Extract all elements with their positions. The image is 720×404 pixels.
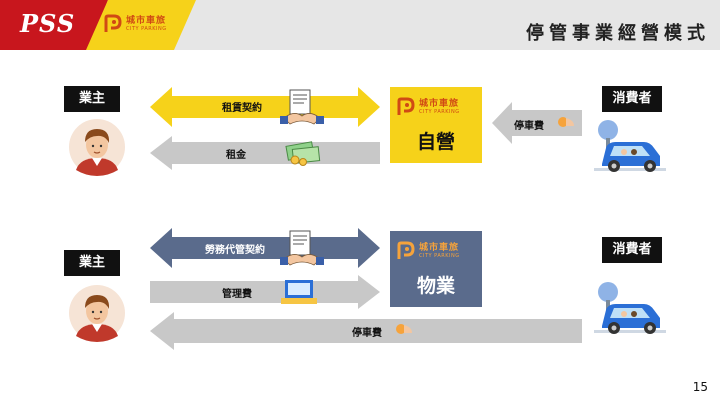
property-management-box: 城市車旅 CITY PARKING 物業 (390, 231, 482, 307)
parking-logo-icon (396, 241, 416, 261)
page-title: 停管事業經營模式 (526, 23, 710, 44)
service-contract-arrow (150, 228, 380, 268)
owner-avatar-top (68, 118, 126, 176)
fee-coin-icon (394, 321, 414, 337)
owner-avatar-bottom (68, 284, 126, 342)
money-icon (283, 138, 323, 166)
owner-tag-bottom: 業主 (64, 250, 120, 276)
parking-fee-arrow-top (492, 102, 582, 144)
logo-zh: 城市車旅 (419, 98, 460, 109)
logo-zh: 城市車旅 (126, 15, 167, 26)
brand-logo: PSS (20, 9, 76, 38)
fee-coin-icon (556, 114, 576, 130)
logo-en: CITY PARKING (419, 252, 460, 259)
owner-tag-top: 業主 (64, 86, 120, 112)
self-operated-label: 自營 (416, 131, 455, 153)
contract-handshake-icon (280, 229, 324, 269)
car-illustration-bottom (594, 278, 666, 340)
parking-fee-arrow-bottom (150, 312, 582, 350)
city-parking-logo: 城市車旅 CITY PARKING (103, 14, 167, 34)
parking-logo-icon (103, 14, 123, 34)
consumer-tag-top: 消費者 (602, 86, 662, 112)
rent-label: 租金 (226, 150, 246, 161)
consumer-tag-bottom: 消費者 (602, 237, 662, 263)
man-avatar-icon (69, 119, 125, 176)
self-operated-box: 城市車旅 CITY PARKING 自營 (390, 87, 482, 163)
invoice-screen-icon (279, 278, 319, 306)
car-illustration-top (594, 116, 666, 178)
service-contract-label: 勞務代管契約 (205, 245, 265, 256)
parking-fee-label-top: 停車費 (514, 121, 544, 132)
parking-fee-label-bottom: 停車費 (352, 328, 382, 339)
man-avatar-icon (69, 285, 125, 342)
box-logo-bottom: 城市車旅 CITY PARKING (396, 241, 460, 261)
logo-zh: 城市車旅 (419, 242, 460, 253)
contract-handshake-icon (280, 88, 324, 128)
parking-logo-icon (396, 97, 416, 117)
car-icon (594, 120, 666, 172)
box-logo-top: 城市車旅 CITY PARKING (396, 97, 460, 117)
property-management-label: 物業 (416, 275, 455, 297)
lease-contract-label: 租賃契約 (222, 103, 262, 114)
page-number: 15 (692, 380, 708, 394)
logo-en: CITY PARKING (126, 25, 167, 32)
lease-contract-arrow (150, 87, 380, 127)
management-fee-arrow (150, 275, 380, 309)
car-icon (594, 282, 666, 334)
logo-en: CITY PARKING (419, 108, 460, 115)
management-fee-label: 管理費 (222, 289, 252, 300)
rent-arrow (150, 136, 380, 170)
